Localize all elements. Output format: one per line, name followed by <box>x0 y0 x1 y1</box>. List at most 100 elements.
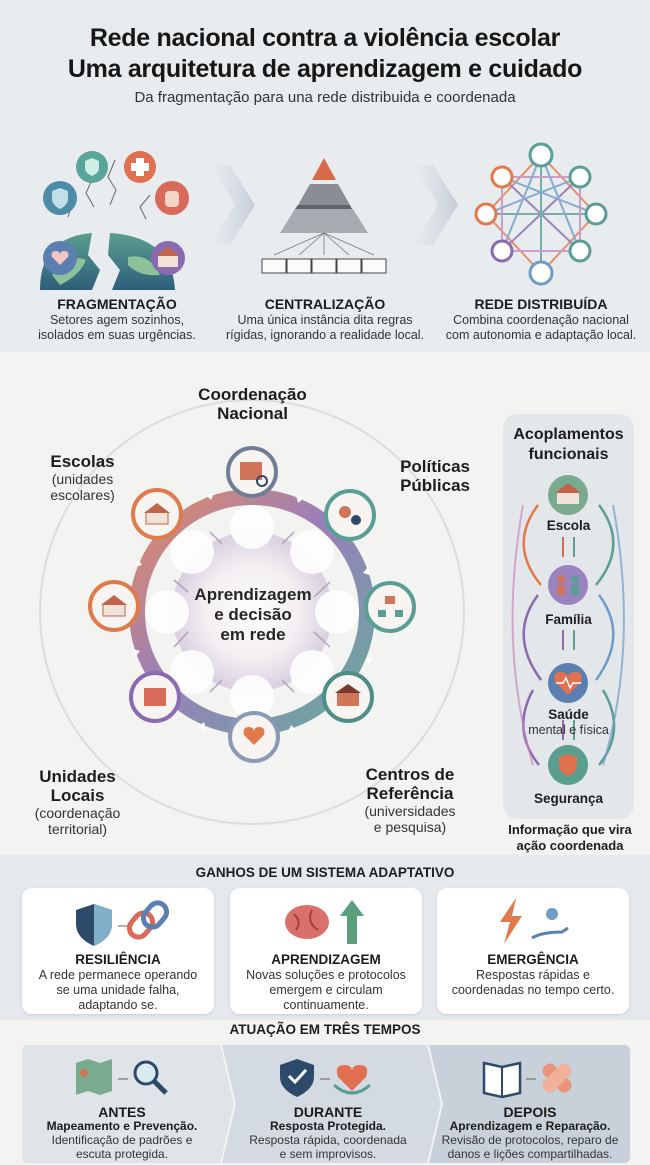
card-desc-aprendizagem-3: continuamente. <box>283 998 369 1012</box>
tempo-sub-depois: Aprendizagem e Reparação. <box>449 1119 611 1133</box>
card-emergencia <box>437 888 629 1014</box>
stage-desc-centralizacao-1: Uma única instância dita regras <box>237 313 413 327</box>
acoplamentos-caption-1: Informação que vira <box>508 822 632 837</box>
tempo-desc-depois-1: Revisão de protocolos, reparo de <box>441 1133 619 1147</box>
label-centros: Centros de Referência (universidades e p… <box>355 765 465 835</box>
hub-line-2: e decisão <box>214 605 292 624</box>
tempo-title-depois: DEPOIS <box>503 1104 557 1120</box>
ganhos-icons <box>76 898 569 946</box>
acop-label-saude-sub: mental e física <box>528 723 609 737</box>
acop-label-seguranca: Segurança <box>533 791 604 806</box>
label-unidades-sub-2: territorial) <box>47 821 108 837</box>
hand-stop-icon <box>155 181 189 215</box>
acop-label-saude: Saúde <box>548 707 589 722</box>
shield-icon <box>76 151 108 183</box>
map-icon <box>144 688 166 706</box>
card-desc-resiliencia-3: adaptando se. <box>78 998 158 1012</box>
hub-line-3: em rede <box>220 625 286 644</box>
heart-hands-icon <box>531 908 569 940</box>
card-desc-emergencia-2: coordenadas no tempo certo. <box>451 983 615 997</box>
tempo-desc-durante-1: Resposta rápida, coordenada <box>249 1133 407 1147</box>
label-unidades-1: Unidades <box>39 767 116 786</box>
card-desc-aprendizagem-1: Novas soluções e protocolos <box>246 968 406 982</box>
tempo-title-antes: ANTES <box>98 1104 146 1120</box>
heart-hands-icon <box>243 727 265 745</box>
tempo-desc-durante-2: e sem improvisos. <box>279 1147 377 1161</box>
card-title-resiliencia: RESILIÊNCIA <box>75 952 161 967</box>
label-politicas: Políticas Públicas <box>370 457 470 495</box>
label-escolas-sub-1: (unidades <box>51 471 114 487</box>
label-escolas-1: Escolas <box>50 452 115 471</box>
tempo-title-durante: DURANTE <box>293 1104 363 1120</box>
card-desc-resiliencia-1: A rede permanece operando <box>38 968 198 982</box>
tempo-sub-antes: Mapeamento e Prevenção. <box>46 1119 198 1133</box>
shield-icon <box>548 745 588 785</box>
tempo-sub-durante: Resposta Protegida. <box>269 1119 387 1133</box>
school-icon <box>548 475 588 515</box>
stage-desc-centralizacao-2: rígidas, ignorando a realidade local. <box>225 328 425 342</box>
tempo-desc-antes-1: Identificação de padrões e <box>51 1133 193 1147</box>
label-unidades-2: Locais <box>50 786 105 805</box>
stage-desc-fragmentacao-2: isolados em suas urgências. <box>38 328 196 342</box>
label-centros-1: Centros de <box>365 765 455 784</box>
map-icon <box>240 462 268 487</box>
shield-icon <box>76 904 112 946</box>
acoplamentos-caption-2: ação coordenada <box>516 838 624 853</box>
ganhos-title: GANHOS DE UM SISTEMA ADAPTATIVO <box>195 865 455 880</box>
card-aprendizagem <box>230 888 422 1014</box>
tempo-desc-antes-2: escuta protegida. <box>75 1147 169 1161</box>
tempos-banner <box>22 1045 630 1163</box>
stage-desc-fragmentacao-1: Setores agem sozinhos, <box>49 313 185 327</box>
lightning-icon <box>500 898 522 944</box>
hub-label: Aprendizagem e decisão em rede <box>185 585 321 645</box>
page-title-line2: Uma arquitetura de aprendizagem e cuidad… <box>67 55 583 83</box>
acoplamentos-title-1: Acoplamentos <box>513 426 624 443</box>
label-escolas-sub-2: escolares) <box>50 487 115 503</box>
tempo-desc-depois-2: danos e lições compartilhadas. <box>447 1147 613 1161</box>
label-centros-sub-2: e pesquisa) <box>373 819 447 835</box>
school-icon <box>101 595 127 617</box>
school-icon <box>144 503 170 525</box>
label-coordenacao: Coordenação Nacional <box>180 385 325 423</box>
label-centros-sub-1: (universidades <box>364 803 456 819</box>
stage-title-fragmentacao: FRAGMENTAÇÃO <box>57 296 177 312</box>
card-desc-emergencia-1: Respostas rápidas e <box>476 968 590 982</box>
arrow-up-icon <box>340 900 364 944</box>
shield-icon <box>280 1059 314 1097</box>
school-icon <box>151 241 185 275</box>
label-coordenacao-1: Coordenação <box>198 385 307 404</box>
heart-hands-icon <box>43 241 77 275</box>
stage-desc-rede-2: com autonomia e adaptação local. <box>445 328 637 342</box>
heartbeat-icon <box>548 663 588 703</box>
page-title: Rede nacional contra a violência escolar <box>89 24 561 52</box>
label-politicas-1: Políticas <box>400 457 470 476</box>
stage-title-centralizacao: CENTRALIZAÇÃO <box>264 296 386 312</box>
label-coordenacao-2: Nacional <box>217 404 288 423</box>
hierarchy-icon <box>378 596 403 617</box>
chain-icon <box>126 900 170 940</box>
book-icon <box>482 1061 522 1099</box>
medical-cross-icon <box>124 151 156 183</box>
card-desc-resiliencia-2: se uma unidade falha, <box>56 983 180 997</box>
magnifier-icon <box>133 1060 168 1095</box>
acoplamentos-title: Acoplamentos funcionais <box>503 425 634 465</box>
heart-hands-icon <box>333 1065 371 1095</box>
acoplamentos-diagram <box>511 475 625 785</box>
page-subtitle: Da fragmentação para una rede distribuid… <box>134 89 516 106</box>
card-title-emergencia: EMERGÊNCIA <box>487 952 579 967</box>
hub-line-1: Aprendizagem <box>194 585 312 604</box>
label-unidades: Unidades Locais (coordenação territorial… <box>20 767 135 837</box>
family-icon <box>548 565 588 605</box>
shield-icon <box>43 181 77 215</box>
label-centros-2: Referência <box>366 784 454 803</box>
label-politicas-2: Públicas <box>400 476 470 495</box>
acop-label-familia: Família <box>545 612 592 627</box>
stage-desc-rede-1: Combina coordenação nacional <box>453 313 629 327</box>
card-desc-aprendizagem-2: emergem e circulam <box>269 983 383 997</box>
building-icon <box>335 684 361 706</box>
acoplamentos-caption: Informação que vira ação coordenada <box>495 822 645 854</box>
bandage-icon <box>542 1063 572 1093</box>
node-hierarquia <box>364 581 416 633</box>
tempos-title: ATUAÇÃO EM TRÊS TEMPOS <box>229 1022 421 1037</box>
label-unidades-sub-1: (coordenação <box>34 805 121 821</box>
